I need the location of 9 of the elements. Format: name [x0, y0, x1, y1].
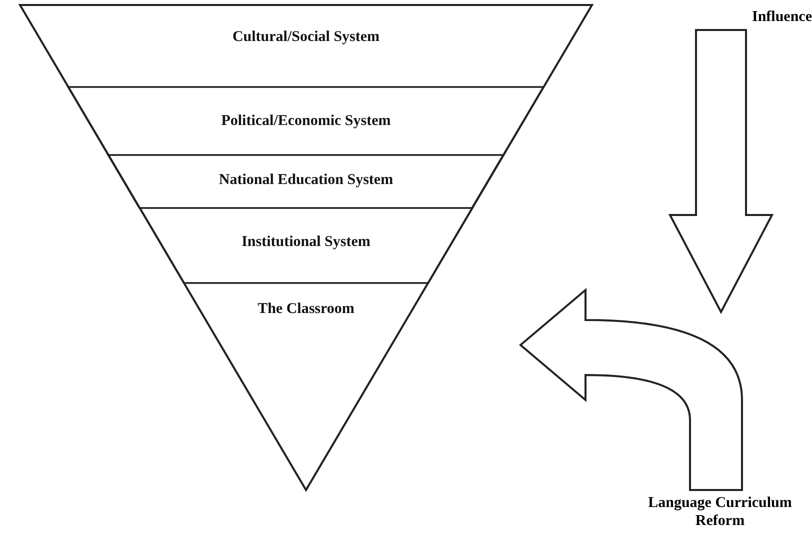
band-label: Political/Economic System [220, 113, 392, 130]
arrow-caption: Language Curriculum Reform [647, 494, 793, 530]
band-label: National Education System [218, 172, 394, 189]
band-label: The Classroom [256, 301, 356, 318]
band-label: Institutional System [240, 234, 372, 251]
arrow-caption: Influence [752, 8, 812, 26]
block-arrow [668, 29, 774, 314]
curved-block-arrow [520, 289, 743, 491]
band-label: Cultural/Social System [231, 29, 381, 46]
